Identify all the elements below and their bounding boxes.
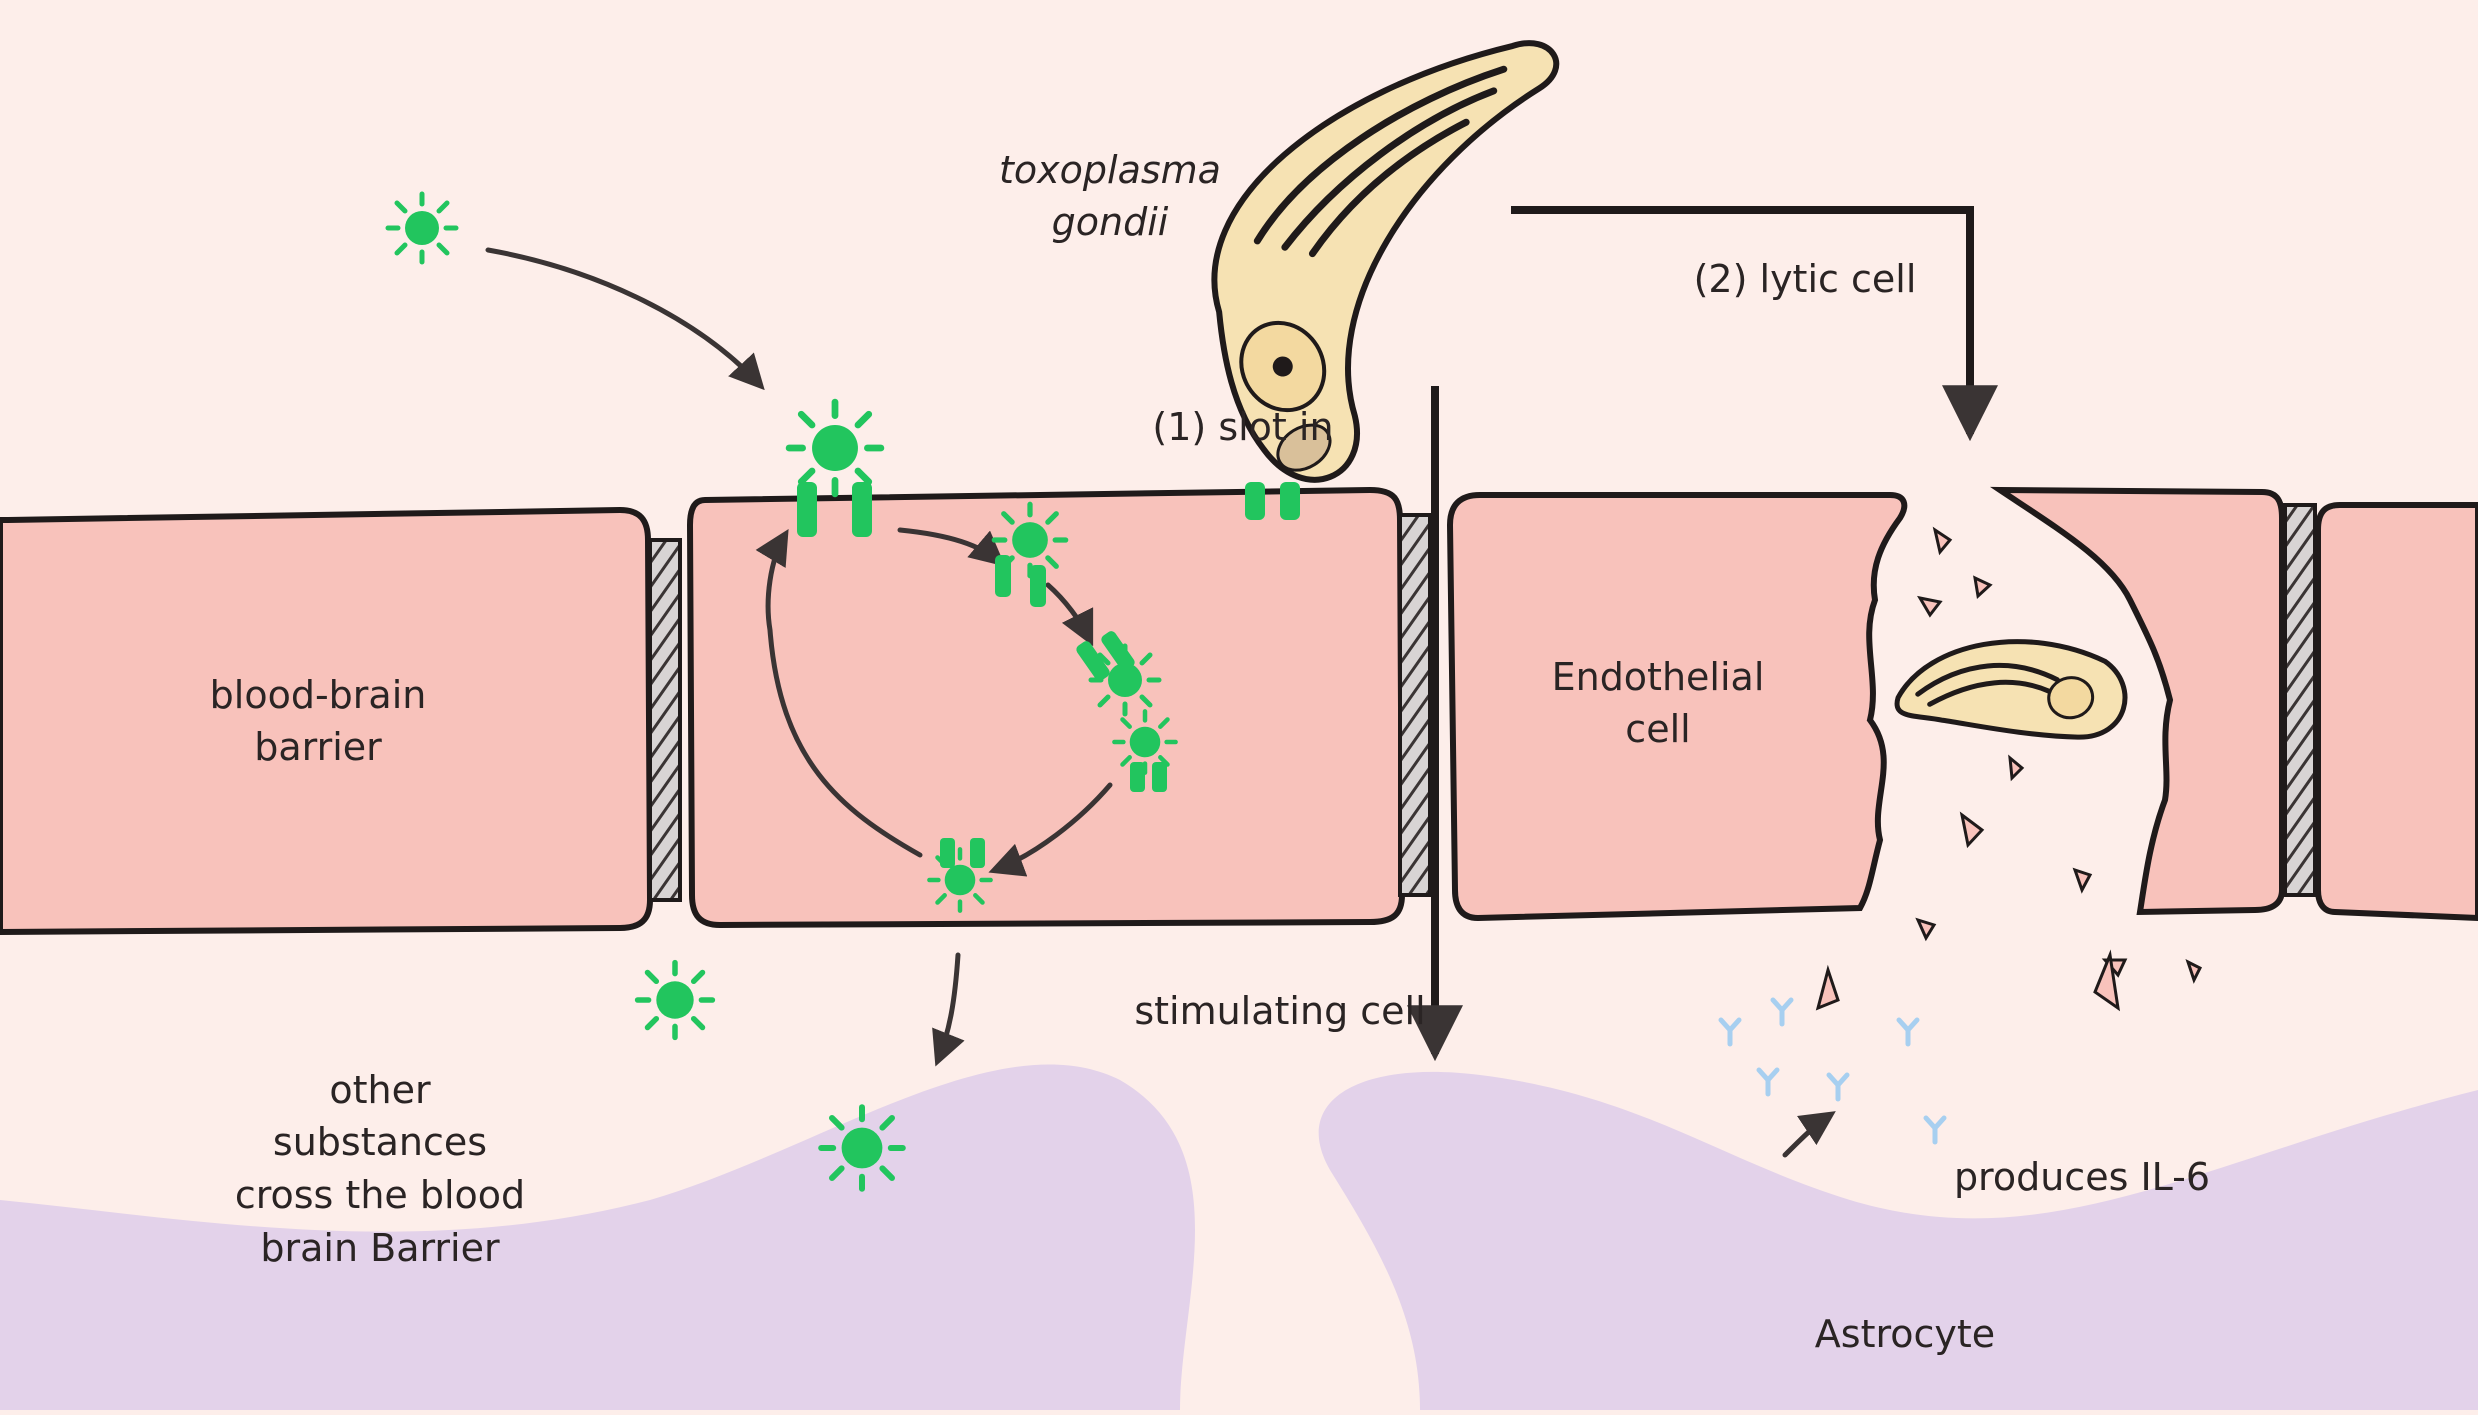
- receptors: [797, 482, 1300, 868]
- label-stimulating: stimulating cell: [1134, 989, 1425, 1033]
- label-endothelial-2: cell: [1625, 707, 1690, 751]
- il6-icon-6: [1926, 1118, 1944, 1142]
- toxoplasma-parasite-icon: [1211, 40, 1560, 483]
- il6-icon-2: [1773, 1000, 1791, 1024]
- label-other-2: substances: [273, 1120, 487, 1164]
- substance-icon-5: [1114, 711, 1175, 772]
- arrow-cycle-2: [988, 782, 1113, 877]
- arrow-lytic: [1511, 206, 1998, 442]
- label-other-1: other: [329, 1068, 431, 1112]
- endothelial-cell-4: [1989, 486, 2285, 916]
- endothelial-cell-2: [686, 486, 1406, 929]
- endothelial-cell-3: [1446, 492, 1908, 922]
- arrow-to-receptor: [897, 527, 1006, 567]
- substance-icon-2: [789, 402, 881, 494]
- endothelial-cell-1: [0, 506, 654, 936]
- label-toxoplasma-1: toxoplasma: [999, 148, 1221, 192]
- label-astrocyte: Astrocyte: [1815, 1312, 1995, 1356]
- tight-junction-2: [1398, 513, 1432, 897]
- substance-icon-7: [638, 963, 713, 1038]
- label-slot-in: (1) slot in: [1152, 405, 1333, 449]
- il6-icon-3: [1899, 1020, 1917, 1044]
- label-bbb-2: barrier: [254, 725, 382, 769]
- endothelial-cell-5: [2315, 502, 2478, 922]
- il6-icon-5: [1829, 1075, 1847, 1099]
- arrow-to-astrocyte: [932, 952, 965, 1067]
- il6-icon-4: [1759, 1070, 1777, 1094]
- label-lytic: (2) lytic cell: [1694, 257, 1917, 301]
- label-toxoplasma-2: gondii: [1052, 200, 1169, 244]
- label-il6: produces IL-6: [1954, 1155, 2210, 1199]
- arrow-cycle-3: [755, 528, 923, 858]
- label-other-4: brain Barrier: [260, 1226, 500, 1270]
- toxoplasma-invading-icon: [1894, 639, 2128, 740]
- astrocyte-right: [1318, 1071, 2478, 1410]
- substance-icon-8: [821, 1107, 903, 1189]
- label-endothelial-1: Endothelial: [1552, 655, 1765, 699]
- tight-junction-3: [2283, 503, 2317, 897]
- tight-junction-1: [648, 538, 682, 902]
- il6-icon-1: [1721, 1020, 1739, 1044]
- astrocyte-left: [0, 1064, 1195, 1410]
- label-bbb-1: blood-brain: [210, 673, 427, 717]
- substance-icon-1: [388, 194, 456, 262]
- label-other-3: cross the blood: [235, 1173, 525, 1217]
- arrow-to-membrane: [485, 247, 765, 391]
- arrow-il6: [1782, 1111, 1836, 1158]
- arrow-cycle-1: [1045, 582, 1094, 647]
- cell-debris: [1815, 526, 2203, 1012]
